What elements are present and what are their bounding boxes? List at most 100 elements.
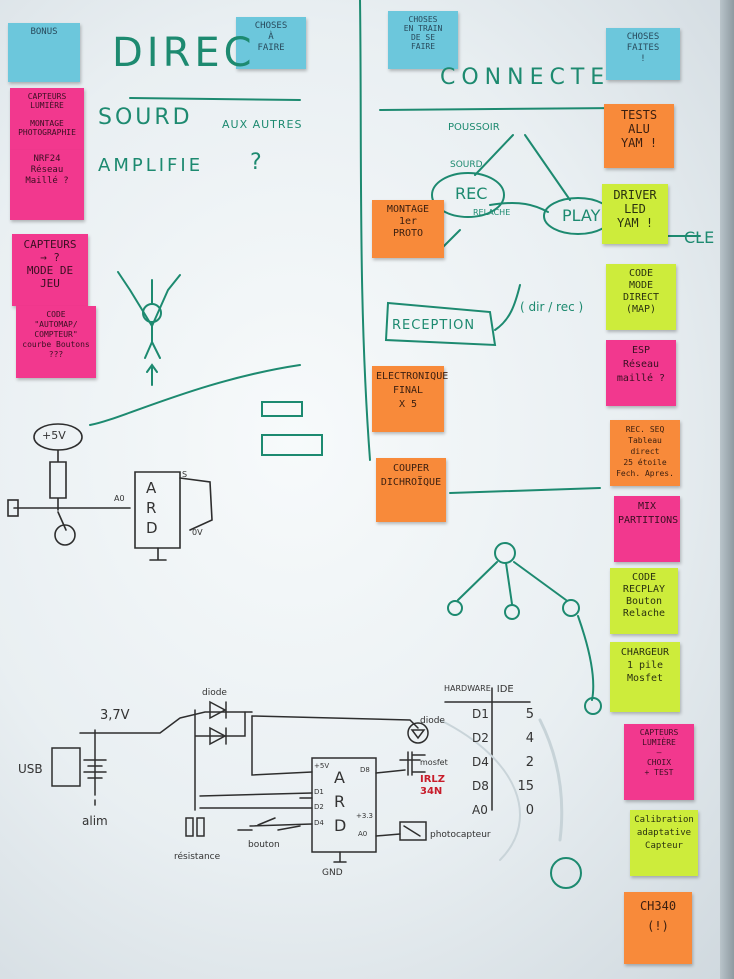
- done-note-tests-alu: TESTS ALU YAM !: [604, 104, 674, 168]
- done-note-mix-partitions: MIX PARTITIONS: [614, 496, 680, 562]
- column-divider-center: [359, 0, 371, 461]
- label-sourd-small: SOURD: [450, 160, 483, 170]
- bouton-switch: [237, 817, 301, 831]
- erased-trace: [538, 718, 564, 842]
- photosensor-box: [399, 821, 427, 841]
- label-plus5v: +5V: [42, 429, 66, 442]
- done-note-esp: ESP Réseau maillé ?: [606, 340, 676, 406]
- ard-right-wire: [179, 477, 213, 531]
- pin-table-cell: D4: [472, 755, 489, 769]
- done-note-code-recplay: CODE RECPLAY Bouton Relache: [610, 568, 678, 634]
- plus5v-wire: [251, 715, 313, 776]
- label-photocapteur: photocapteur: [430, 830, 491, 840]
- lane-divider-mid: [89, 364, 301, 426]
- done-note-ch340: CH340 (!): [624, 892, 692, 964]
- bonus-note-code-automap: CODE "AUTOMAP/ COMPTEUR" courbe Boutons …: [16, 306, 96, 378]
- bonus-note-capteurs-lumiere: CAPTEURS LUMIÈRE MONTAGE PHOTOGRAPHIE: [10, 88, 84, 150]
- label-reception: RECEPTION: [392, 318, 476, 333]
- pin-d1: D1: [314, 788, 324, 796]
- pin-table-row: D1 5: [444, 707, 534, 731]
- label-diode-top: diode: [202, 688, 227, 698]
- label-bouton: bouton: [248, 840, 280, 850]
- usb-module: [51, 747, 81, 787]
- battery-wire: [79, 711, 246, 734]
- label-irlz34n: IRLZ 34N: [420, 774, 446, 797]
- pin-table-header-ide: IDE: [496, 684, 514, 695]
- label-cle: CLE: [684, 228, 715, 247]
- resistor-2: [196, 817, 205, 837]
- diode-top-1: [209, 700, 227, 720]
- pin-table-cell: 2: [525, 755, 534, 770]
- label-amplifie-mark: ?: [250, 150, 262, 175]
- pin-table-cell: 5: [525, 707, 534, 722]
- bonus-note-nrf24: NRF24 Réseau Maillé ?: [10, 150, 84, 220]
- tree-tail: [577, 615, 595, 701]
- heading-direct: DIREC: [112, 30, 256, 76]
- photosensor-wire: [375, 833, 401, 837]
- pin-table: HARDWARE IDE D1 5 D2 4 D4 2 D8 15 A0 0: [444, 684, 534, 827]
- pin-table-cell: A0: [472, 803, 488, 817]
- tree-edges: [457, 561, 567, 605]
- label-gnd: GND: [322, 868, 343, 878]
- figure-body: [117, 271, 181, 359]
- label-aux-autres: AUX AUTRES: [222, 118, 303, 131]
- poussoir-to-rec-line: [474, 134, 514, 176]
- label-amplifie: AMPLIFIE: [98, 155, 204, 176]
- ard-gnd: [149, 547, 167, 561]
- done-note-code-mode-direct: CODE MODE DIRECT (MAP): [606, 264, 676, 330]
- pin-table-row: D8 15: [444, 779, 534, 803]
- label-ard-top: A R D: [146, 479, 158, 537]
- pin-table-cell: D1: [472, 707, 489, 721]
- label-sourd: SOURD: [98, 105, 193, 130]
- tree-node-left: [447, 600, 463, 616]
- todo-note-electronique-final: ELECTRONIQUE FINAL X 5: [372, 366, 448, 432]
- reception-arrow: [494, 284, 521, 331]
- battery-symbol: [83, 729, 107, 806]
- pin-d4: D4: [314, 819, 324, 827]
- bonus-note-capteurs-mode-jeu: CAPTEURS → ? MODE DE JEU: [12, 234, 88, 306]
- column-done-note: CHOSES FAITES !: [606, 28, 680, 80]
- label-resistance: résistance: [174, 852, 221, 862]
- gnd-top: [54, 524, 76, 546]
- pins-left-wires: [199, 792, 313, 827]
- figure-arrow: [146, 363, 158, 386]
- diode-wires: [194, 709, 253, 811]
- led-feed-wire: [251, 715, 419, 729]
- ard-gnd-bottom: [333, 851, 347, 863]
- board-frame-edge: [720, 0, 734, 979]
- sketch-rect-2: [261, 434, 323, 456]
- pin-table-cell: 0: [525, 803, 534, 818]
- sensor-box: [7, 499, 19, 517]
- pin-table-row: A0 0: [444, 803, 534, 827]
- label-diode-led: diode: [420, 716, 445, 726]
- label-relache: RELACHE: [473, 208, 511, 217]
- label-rec: REC: [455, 184, 488, 203]
- led-circle: [407, 722, 429, 744]
- todo-note-couper-dichroique: COUPER DICHROÏQUE: [376, 458, 446, 522]
- reception-box: [384, 301, 497, 347]
- header-underline-left: [129, 97, 301, 101]
- pin-a0: A0: [358, 830, 368, 838]
- header-underline-right: [379, 107, 621, 111]
- pin-table-row: D4 2: [444, 755, 534, 779]
- erased-arc: [439, 719, 521, 861]
- done-note-capteurs-choix: CAPTEURS LUMIÈRE — CHOIX + TEST: [624, 724, 694, 800]
- pin-table-row: D2 4: [444, 731, 534, 755]
- tree-node-right: [562, 599, 580, 617]
- label-poussoir: POUSSOIR: [448, 122, 500, 133]
- pin-table-cell: 4: [525, 731, 534, 746]
- pin-3v3: +3.3: [356, 812, 373, 820]
- heading-connecte: CONNECTE: [440, 65, 611, 90]
- pin-plus5v: +5V: [314, 762, 330, 770]
- label-usb: USB: [18, 762, 43, 776]
- label-mosfet: mosfet: [420, 758, 448, 767]
- rec-to-play-arrow: [489, 202, 549, 213]
- ard-box-bottom: [311, 757, 377, 853]
- label-alim: alim: [82, 814, 108, 828]
- wipe-circle: [550, 857, 582, 889]
- sketch-rect-1: [261, 401, 303, 417]
- pin-table-cell: D2: [472, 731, 489, 745]
- resistor-1: [185, 817, 194, 837]
